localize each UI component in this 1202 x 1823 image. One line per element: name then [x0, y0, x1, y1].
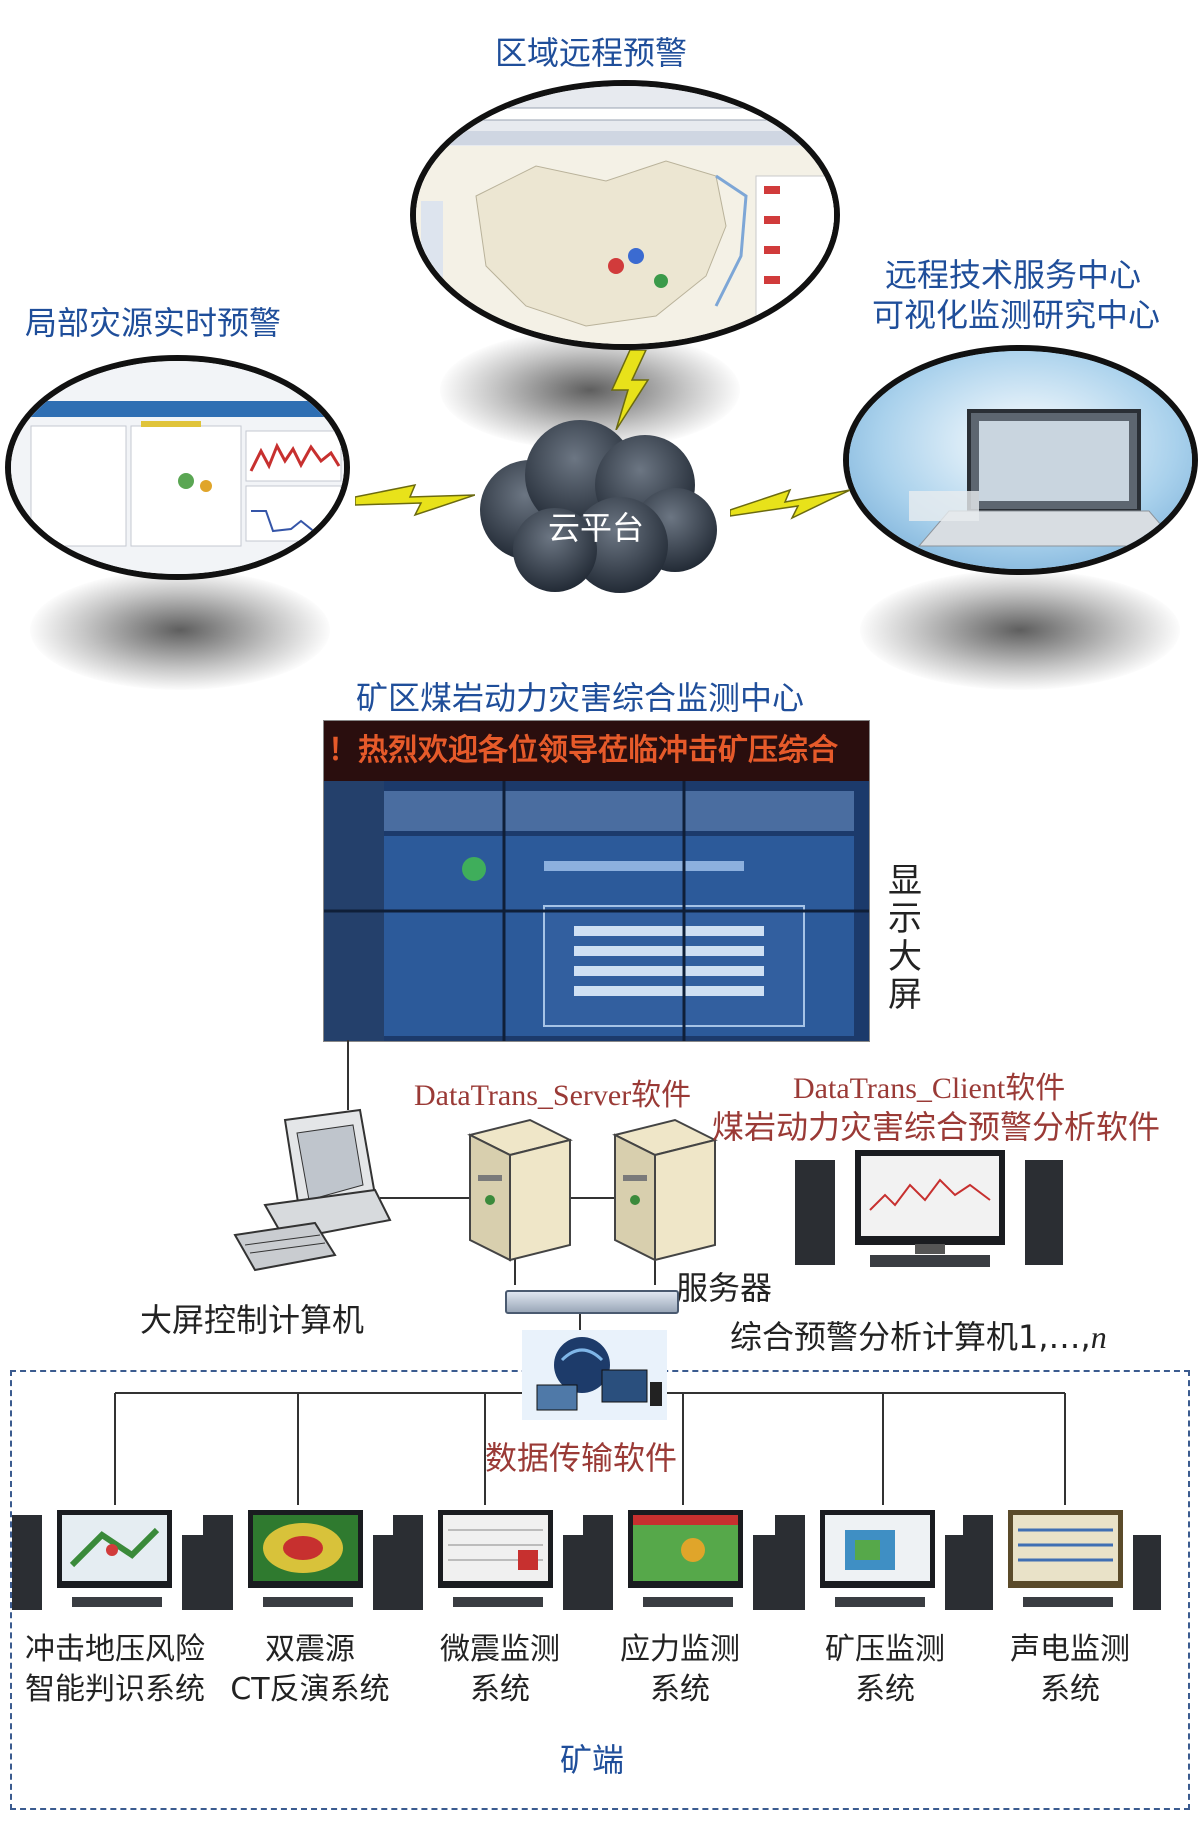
- big-screen-char: 示: [888, 899, 922, 939]
- server-label: 服务器: [676, 1269, 773, 1307]
- analysis-workstation-icon: [795, 1150, 1063, 1267]
- local-warning-label: 局部灾源实时预警: [25, 304, 282, 342]
- analysis-pc-n: n: [1090, 1319, 1107, 1355]
- system-label-line1: 声电监测: [1010, 1632, 1130, 1667]
- system-label-line2: 系统: [855, 1672, 915, 1707]
- local-warning-ellipse: [5, 355, 350, 580]
- system-computer-icon: [203, 1510, 401, 1610]
- system-computer-icon: [963, 1510, 1161, 1610]
- regional-warning-label: 区域远程预警: [495, 34, 688, 72]
- system-label-line2: 智能判识系统: [25, 1672, 205, 1707]
- local-shadow: [30, 570, 330, 690]
- lightning-icon: [355, 483, 475, 517]
- system-label: 微震监测 系统: [410, 1630, 590, 1710]
- analysis-pc-prefix: 综合预警分析计算机1,…,: [730, 1318, 1091, 1356]
- lightning-icon: [610, 350, 650, 430]
- data-transfer-icon: [522, 1330, 667, 1420]
- remote-center-ellipse: [843, 345, 1198, 575]
- system-label-line1: 微震监测: [440, 1632, 560, 1667]
- client-software-label: DataTrans_Client软件: [793, 1072, 1066, 1105]
- system-label: 声电监测 系统: [980, 1630, 1160, 1710]
- screen-banner: ！热烈欢迎各位领导莅临冲击矿压综合: [324, 721, 869, 781]
- big-screen-char: 屏: [888, 975, 922, 1015]
- lightning-icon: [730, 488, 850, 520]
- system-label-line2: CT反演系统: [230, 1672, 390, 1707]
- cloud-platform-icon: [480, 420, 717, 593]
- system-label-line1: 应力监测: [620, 1632, 740, 1667]
- big-screen-char: 大: [888, 937, 922, 977]
- remote-center-line2: 可视化监测研究中心: [872, 296, 1161, 334]
- server-software-label: DataTrans_Server软件: [414, 1079, 692, 1112]
- system-computer-icon: [393, 1510, 591, 1610]
- remote-center-line1: 远程技术服务中心: [885, 256, 1142, 294]
- local-screenshot: [11, 361, 344, 574]
- system-computer-icon: [12, 1510, 210, 1610]
- screen-content: [324, 781, 869, 1041]
- server-icon: [612, 1118, 718, 1262]
- cloud-label: 云平台: [548, 509, 645, 547]
- mine-end-label: 矿端: [560, 1741, 625, 1779]
- system-label-line2: 系统: [1040, 1672, 1100, 1707]
- system-label-line1: 矿压监测: [825, 1632, 945, 1667]
- system-computer-icon: [583, 1510, 781, 1610]
- system-label: 矿压监测 系统: [795, 1630, 975, 1710]
- system-label-line2: 系统: [470, 1672, 530, 1707]
- network-switch: [505, 1290, 679, 1314]
- big-screen-char: 显: [888, 861, 922, 901]
- control-computer-icon: [233, 1108, 392, 1272]
- system-label: 应力监测 系统: [590, 1630, 770, 1710]
- analysis-software-label: 煤岩动力灾害综合预警分析软件: [712, 1108, 1161, 1146]
- remote-shadow: [860, 570, 1180, 690]
- transfer-software-label: 数据传输软件: [485, 1439, 678, 1477]
- server-icon: [467, 1118, 573, 1262]
- laptop-image: [849, 351, 1192, 569]
- control-pc-label: 大屏控制计算机: [140, 1301, 365, 1339]
- analysis-pc-label: 综合预警分析计算机1,…,n: [730, 1312, 1107, 1358]
- system-label: 冲击地压风险 智能判识系统: [10, 1630, 220, 1710]
- system-label-line1: 冲击地压风险: [25, 1632, 205, 1667]
- monitoring-center-label: 矿区煤岩动力灾害综合监测中心: [356, 679, 805, 717]
- big-screen-photo: ！热烈欢迎各位领导莅临冲击矿压综合: [323, 720, 870, 1042]
- system-computer-icon: [775, 1510, 973, 1610]
- system-label-line2: 系统: [650, 1672, 710, 1707]
- system-label-line1: 双震源: [265, 1632, 355, 1667]
- system-label: 双震源 CT反演系统: [220, 1630, 400, 1710]
